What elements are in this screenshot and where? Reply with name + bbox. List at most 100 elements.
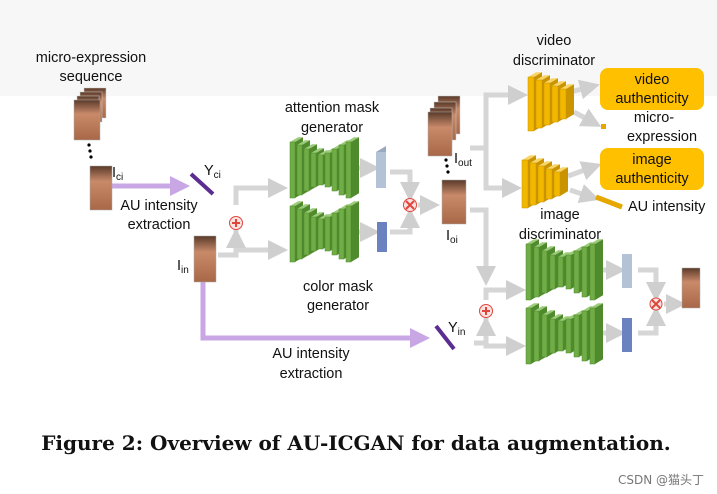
layer-front (525, 307, 532, 365)
image-discriminator-label-line1: image (540, 207, 580, 223)
image-authenticity-box (600, 148, 704, 190)
micro-expression-output-label-line1: micro- (634, 110, 674, 126)
layer-front (557, 256, 564, 288)
layer-front (317, 218, 324, 250)
color-generator-label-line2: generator (307, 298, 369, 314)
layer-front (541, 314, 548, 358)
au-intensity-output-label: AU intensity (628, 199, 706, 215)
layer-front (573, 314, 580, 358)
layer-side (595, 239, 603, 300)
image-discriminator (521, 155, 568, 209)
au-extraction-bottom-label-line2: extraction (280, 366, 343, 382)
attention-mask-generator-second (525, 239, 603, 301)
video-authenticity-label-line2: authenticity (615, 91, 689, 107)
layer-front (296, 144, 303, 196)
layer-top (550, 314, 563, 319)
layer-front (310, 216, 317, 252)
color-generator-label-line1: color mask (303, 279, 374, 295)
micro-expression-sequence-label-line1: micro-expression (36, 50, 146, 66)
y-in-label: Yin (448, 320, 465, 338)
layer-side (351, 137, 359, 198)
face-i-ci (89, 165, 113, 211)
layer-front (533, 246, 540, 298)
layer-top (290, 137, 303, 142)
layer-front (543, 82, 551, 126)
layer-front (525, 243, 532, 301)
video-authenticity-box (600, 68, 704, 110)
layer-top (346, 137, 359, 142)
layer-top (534, 242, 547, 247)
layer-top (290, 201, 303, 206)
layer-front (345, 141, 352, 199)
layer-top (346, 201, 359, 206)
layer-front (533, 310, 540, 362)
image-discriminator-label-line2: discriminator (519, 227, 601, 243)
micro-expression-output-label-line2: expression (627, 129, 697, 145)
layer-front (324, 152, 331, 188)
sequence-ellipsis (87, 143, 93, 159)
layer-top (530, 158, 544, 163)
layer-top (546, 164, 560, 169)
layer-top (590, 239, 603, 244)
layer-top (534, 306, 547, 311)
layer-top (544, 78, 558, 83)
layer-front (338, 208, 345, 260)
layer-front (541, 250, 548, 294)
layer-top (558, 252, 571, 257)
layer-top (590, 303, 603, 308)
color-mask-block (377, 222, 387, 252)
video-discriminator (527, 72, 574, 132)
layer-top (526, 239, 539, 244)
attention-generator-label-line2: generator (301, 120, 363, 136)
layer-front (331, 212, 338, 256)
layer-top (560, 84, 574, 89)
layer-front (537, 165, 545, 203)
i-ci-label: Ici (112, 165, 123, 183)
layer-front (545, 168, 553, 200)
layer-front (549, 254, 556, 290)
layer-front (589, 307, 596, 365)
layer-front (310, 152, 317, 188)
layer-front (324, 216, 331, 252)
layer-top (311, 148, 324, 153)
layer-top (297, 140, 310, 145)
layer-front (589, 243, 596, 301)
layer-top (536, 75, 550, 80)
attention-mask-generator (289, 137, 359, 199)
layer-top (558, 316, 571, 321)
layer-side (351, 201, 359, 262)
layer-front (559, 88, 567, 120)
y-ci-label: Yci (204, 163, 221, 181)
layer-front (338, 144, 345, 196)
layer-side (560, 167, 568, 196)
layer-front (553, 171, 561, 197)
au-intensity-output-marker (595, 194, 623, 210)
video-discriminator-label-line2: discriminator (513, 53, 595, 69)
color-mask-block-second (622, 318, 632, 352)
i-in-label: Iin (177, 258, 189, 276)
layer-top (526, 303, 539, 308)
layer-top (554, 167, 568, 172)
flow-arrows (218, 79, 686, 356)
y-ci-marker (189, 172, 215, 196)
layer-front (521, 159, 529, 209)
layer-front (303, 148, 310, 192)
output-ellipsis (444, 158, 450, 174)
layer-front (345, 205, 352, 263)
layer-side (595, 303, 603, 364)
multiply-node-right (649, 297, 663, 311)
image-authenticity-label-line1: image (632, 152, 672, 168)
layer-front (557, 320, 564, 352)
layer-front (549, 318, 556, 354)
i-out-label: Iout (454, 151, 472, 169)
face-i-oi (441, 179, 467, 225)
layer-top (311, 212, 324, 217)
layer-top (542, 310, 555, 315)
micro-expression-sequence-label-line2: sequence (60, 69, 123, 85)
layer-top (304, 208, 317, 213)
figure-caption: Figure 2: Overview of AU-ICGAN for data … (41, 431, 671, 455)
y-in-marker (434, 324, 456, 351)
layer-top (538, 161, 552, 166)
attention-generator-label-line1: attention mask (285, 100, 380, 116)
